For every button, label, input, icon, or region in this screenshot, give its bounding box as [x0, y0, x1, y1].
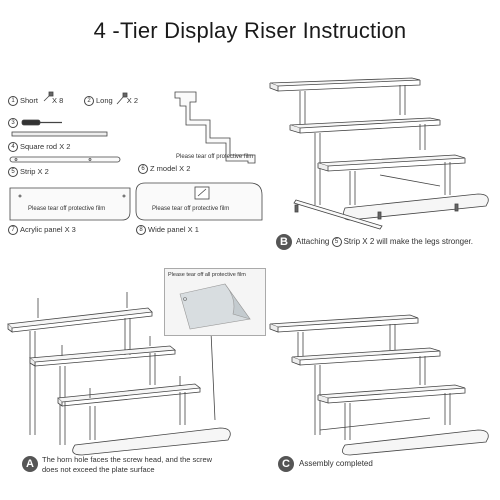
- step-a-caption: The horn hole faces the screw head, and …: [42, 455, 212, 475]
- strip-icon: [10, 157, 120, 162]
- part-tool-number: 3: [8, 118, 18, 128]
- part-square-rod-number: 4: [8, 142, 18, 152]
- part-square-rod-text: Square rod X 2: [20, 142, 70, 151]
- part-wide-number: 8: [136, 225, 146, 235]
- step-c-riser-drawing: [270, 315, 488, 455]
- part-wide-text: Wide panel X 1: [148, 225, 199, 234]
- part-short-text: Short: [20, 96, 38, 105]
- part-z-model-text: Z model X 2: [150, 164, 190, 173]
- step-c-badge: C: [278, 456, 294, 472]
- film-peel-inset: Please tear off all protective film: [164, 268, 266, 336]
- square-rod-icon: [12, 132, 107, 136]
- step-b-caption-post: Strip X 2 will make the legs stronger.: [344, 237, 473, 246]
- part-long-number: 2: [84, 96, 94, 106]
- step-b-riser-drawing: [270, 78, 488, 229]
- wide-film-note: Please tear off protective film: [152, 206, 229, 212]
- wide-panel-icon: [136, 183, 262, 220]
- part-z-model-number: 6: [138, 164, 148, 174]
- part-short-number: 1: [8, 96, 18, 106]
- film-peel-icon: [165, 269, 265, 335]
- z-model-film-note: Please tear off protective film: [176, 154, 253, 160]
- part-short-qty: X 8: [52, 96, 63, 105]
- acrylic-film-note: Please tear off protective film: [28, 206, 105, 212]
- step-a-caption-line2: does not exceed the plate surface: [42, 465, 212, 475]
- part-tool-label: 3: [8, 118, 20, 128]
- part-acrylic-number: 7: [8, 225, 18, 235]
- part-strip-text: Strip X 2: [20, 167, 49, 176]
- step-b-caption-pre: Attaching: [296, 237, 329, 246]
- step-a-badge: A: [22, 456, 38, 472]
- part-long-text: Long: [96, 96, 113, 105]
- acrylic-panel-icon: [10, 188, 130, 220]
- step-a-caption-line1: The horn hole faces the screw head, and …: [42, 455, 212, 465]
- part-strip-number: 5: [8, 167, 18, 177]
- step-b-badge: B: [276, 234, 292, 250]
- z-model-icon: [175, 92, 255, 163]
- step-c-caption: Assembly completed: [299, 459, 373, 468]
- part-long-qty: X 2: [127, 96, 138, 105]
- step-b-strip-number: 5: [332, 237, 342, 247]
- part-acrylic-text: Acrylic panel X 3: [20, 225, 76, 234]
- screwdriver-icon: [22, 120, 62, 125]
